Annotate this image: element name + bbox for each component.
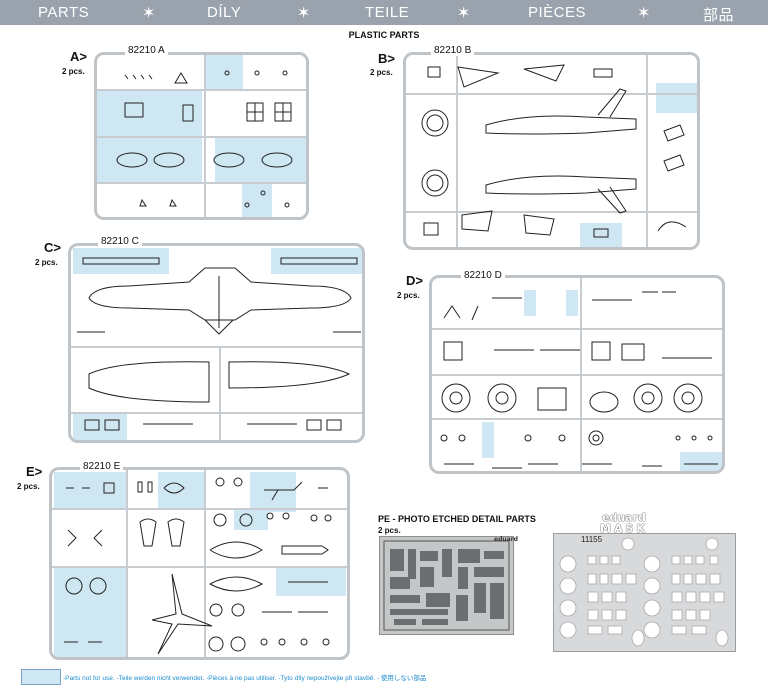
sprue-e-not-for-use-area [276, 566, 346, 596]
sprue-d-not-for-use-area [680, 452, 722, 471]
sprue-c-qty: 2 pcs. [35, 258, 58, 267]
sprue-b-letter: B> [378, 51, 395, 66]
sprue-c-not-for-use-area [73, 248, 169, 274]
sprue-gate [126, 470, 128, 657]
sprue-gate [219, 346, 221, 440]
sprue-gate [52, 566, 347, 568]
pe-qty: 2 pcs. [378, 526, 401, 535]
sprue-b-frame [403, 52, 700, 250]
sprue-gate [97, 182, 306, 184]
sprue-gate [406, 93, 697, 95]
sprue-gate [204, 470, 206, 657]
sprue-gate [97, 136, 306, 138]
mask-code: 11155 [581, 535, 603, 544]
sprue-d-letter: D> [406, 273, 423, 288]
sprue-c-letter: C> [44, 240, 61, 255]
sprue-gate [580, 278, 582, 471]
sprue-a-code: 82210 A [125, 45, 168, 56]
sprue-a-not-for-use-area [242, 183, 272, 217]
sprue-a-qty: 2 pcs. [62, 67, 85, 76]
pe-fret-parts [383, 540, 510, 631]
sprue-gate [432, 418, 722, 420]
sprue-e-parts [64, 477, 332, 655]
mask-brand-logo: eduard [602, 511, 646, 524]
not-for-use-legend-swatch [21, 669, 61, 685]
sprue-gate [406, 211, 697, 213]
sprue-b-parts [421, 64, 687, 238]
sprue-c-parts [77, 257, 361, 431]
sprue-a-frame [94, 52, 309, 220]
sprue-b-code: 82210 B [431, 45, 475, 56]
header-separator: ✶ [142, 5, 156, 22]
sprue-c-frame [68, 243, 365, 443]
sprue-gate [71, 412, 362, 414]
footer-legend-text: -Parts not for use. -Teile werden nicht … [63, 675, 427, 682]
header-label-japanese: 部品 [703, 7, 735, 24]
header-separator: ✶ [457, 5, 471, 22]
sprue-a-not-for-use-area [205, 55, 243, 90]
sprue-gate [71, 346, 362, 348]
pe-brand-logo: eduard [494, 536, 518, 543]
sprue-c-not-for-use-area [73, 412, 127, 440]
header-separator: ✶ [297, 5, 311, 22]
sprue-b-not-for-use-area [580, 223, 622, 247]
sprue-c-code: 82210 C [98, 236, 142, 247]
header-label-parts: PARTS [38, 4, 90, 21]
sprue-a-parts [116, 70, 293, 208]
sprue-gate [204, 55, 206, 217]
sprue-gate [52, 508, 347, 510]
sprue-b-not-for-use-area [656, 83, 697, 113]
sprue-a-not-for-use-area [215, 137, 306, 182]
sprue-gate [432, 374, 722, 376]
sprue-gate [97, 89, 306, 91]
sprue-a-letter: A> [70, 49, 87, 64]
sprue-d-not-for-use-area [566, 290, 578, 316]
sprue-gate [646, 55, 648, 247]
sprue-e-not-for-use-area [250, 472, 296, 512]
header-bar: PARTS ✶ DÍLY ✶ TEILE ✶ PIÈCES ✶ 部品 [0, 0, 768, 25]
sprue-e-qty: 2 pcs. [17, 482, 40, 491]
sprue-e-letter: E> [26, 464, 43, 479]
sprue-d-code: 82210 D [461, 270, 505, 281]
sprue-e-code: 82210 E [80, 461, 124, 472]
sprue-d-not-for-use-area [482, 422, 494, 458]
sprue-d-not-for-use-area [524, 290, 536, 316]
header-label-pieces: PIÈCES [528, 4, 587, 21]
sprue-d-parts [440, 291, 718, 469]
mask-sheet-openings [559, 537, 729, 647]
sprue-d-qty: 2 pcs. [397, 291, 420, 300]
sprue-b-qty: 2 pcs. [370, 68, 393, 77]
mask-sheet [553, 533, 736, 652]
sprue-e-frame [49, 467, 350, 660]
page-title: PLASTIC PARTS [348, 30, 420, 40]
pe-fret [379, 536, 514, 635]
sprue-gate [432, 328, 722, 330]
sprue-d-frame [429, 275, 725, 474]
pe-title: PE - PHOTO ETCHED DETAIL PARTS [378, 514, 536, 524]
header-label-dily: DÍLY [207, 4, 242, 21]
header-label-teile: TEILE [365, 4, 410, 21]
mask-label: MASK [600, 522, 648, 535]
sprue-c-not-for-use-area [271, 248, 362, 274]
header-separator: ✶ [637, 5, 651, 22]
sprue-gate [456, 55, 458, 247]
